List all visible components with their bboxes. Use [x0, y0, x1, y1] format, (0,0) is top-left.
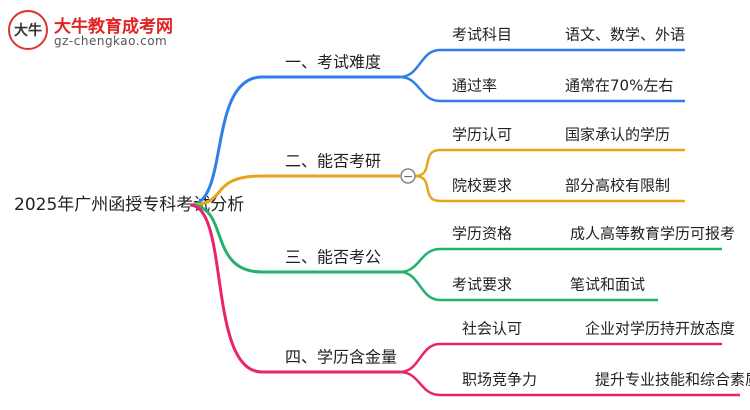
subtopic-detail: 通常在70%左右: [565, 77, 673, 95]
subtopic-detail: 笔试和面试: [570, 276, 645, 294]
logo-url: gz-chengkao.com: [54, 34, 168, 48]
child-connector: [414, 174, 441, 203]
branch-connector: [189, 174, 263, 207]
child-connector: [399, 370, 441, 397]
branch-topic: 二、能否考研: [285, 152, 381, 171]
subtopic-detail: 企业对学历持开放态度: [585, 320, 735, 338]
branch-connector: [189, 203, 263, 374]
child-connector: [399, 270, 441, 302]
child-connector: [399, 342, 441, 374]
subtopic-detail: 语文、数学、外语: [565, 26, 685, 44]
branch-topic: 四、学历含金量: [285, 348, 397, 367]
subtopic-label: 通过率: [452, 77, 497, 95]
root-topic: 2025年广州函授专科考试分析: [14, 195, 244, 215]
child-connector: [399, 75, 441, 103]
subtopic-label: 学历认可: [452, 126, 512, 144]
branch-topic: 三、能否考公: [285, 248, 381, 267]
child-connector: [399, 247, 441, 274]
subtopic-detail: 国家承认的学历: [565, 126, 670, 144]
child-connector: [399, 48, 441, 79]
subtopic-label: 学历资格: [452, 225, 512, 243]
logo-badge-text: 大牛: [14, 23, 42, 39]
subtopic-detail: 提升专业技能和综合素质: [595, 371, 750, 389]
child-connector: [414, 148, 441, 178]
branch-topic: 一、考试难度: [285, 53, 381, 72]
subtopic-label: 社会认可: [462, 320, 522, 338]
subtopic-label: 院校要求: [452, 177, 512, 195]
subtopic-detail: 部分高校有限制: [565, 177, 670, 195]
branch-connector: [189, 75, 263, 207]
subtopic-label: 考试要求: [452, 276, 512, 294]
logo-title: 大牛教育成考网: [54, 17, 173, 37]
minus-circle-icon[interactable]: [400, 168, 416, 184]
subtopic-label: 职场竞争力: [462, 371, 537, 389]
branch-connector: [189, 203, 263, 274]
site-logo: 大牛 大牛教育成考网 gz-chengkao.com: [8, 10, 178, 54]
collapse-glyph[interactable]: −: [403, 170, 413, 184]
subtopic-detail: 成人高等教育学历可报考: [570, 225, 735, 243]
subtopic-label: 考试科目: [452, 26, 512, 44]
logo-badge-icon: 大牛: [8, 10, 48, 50]
